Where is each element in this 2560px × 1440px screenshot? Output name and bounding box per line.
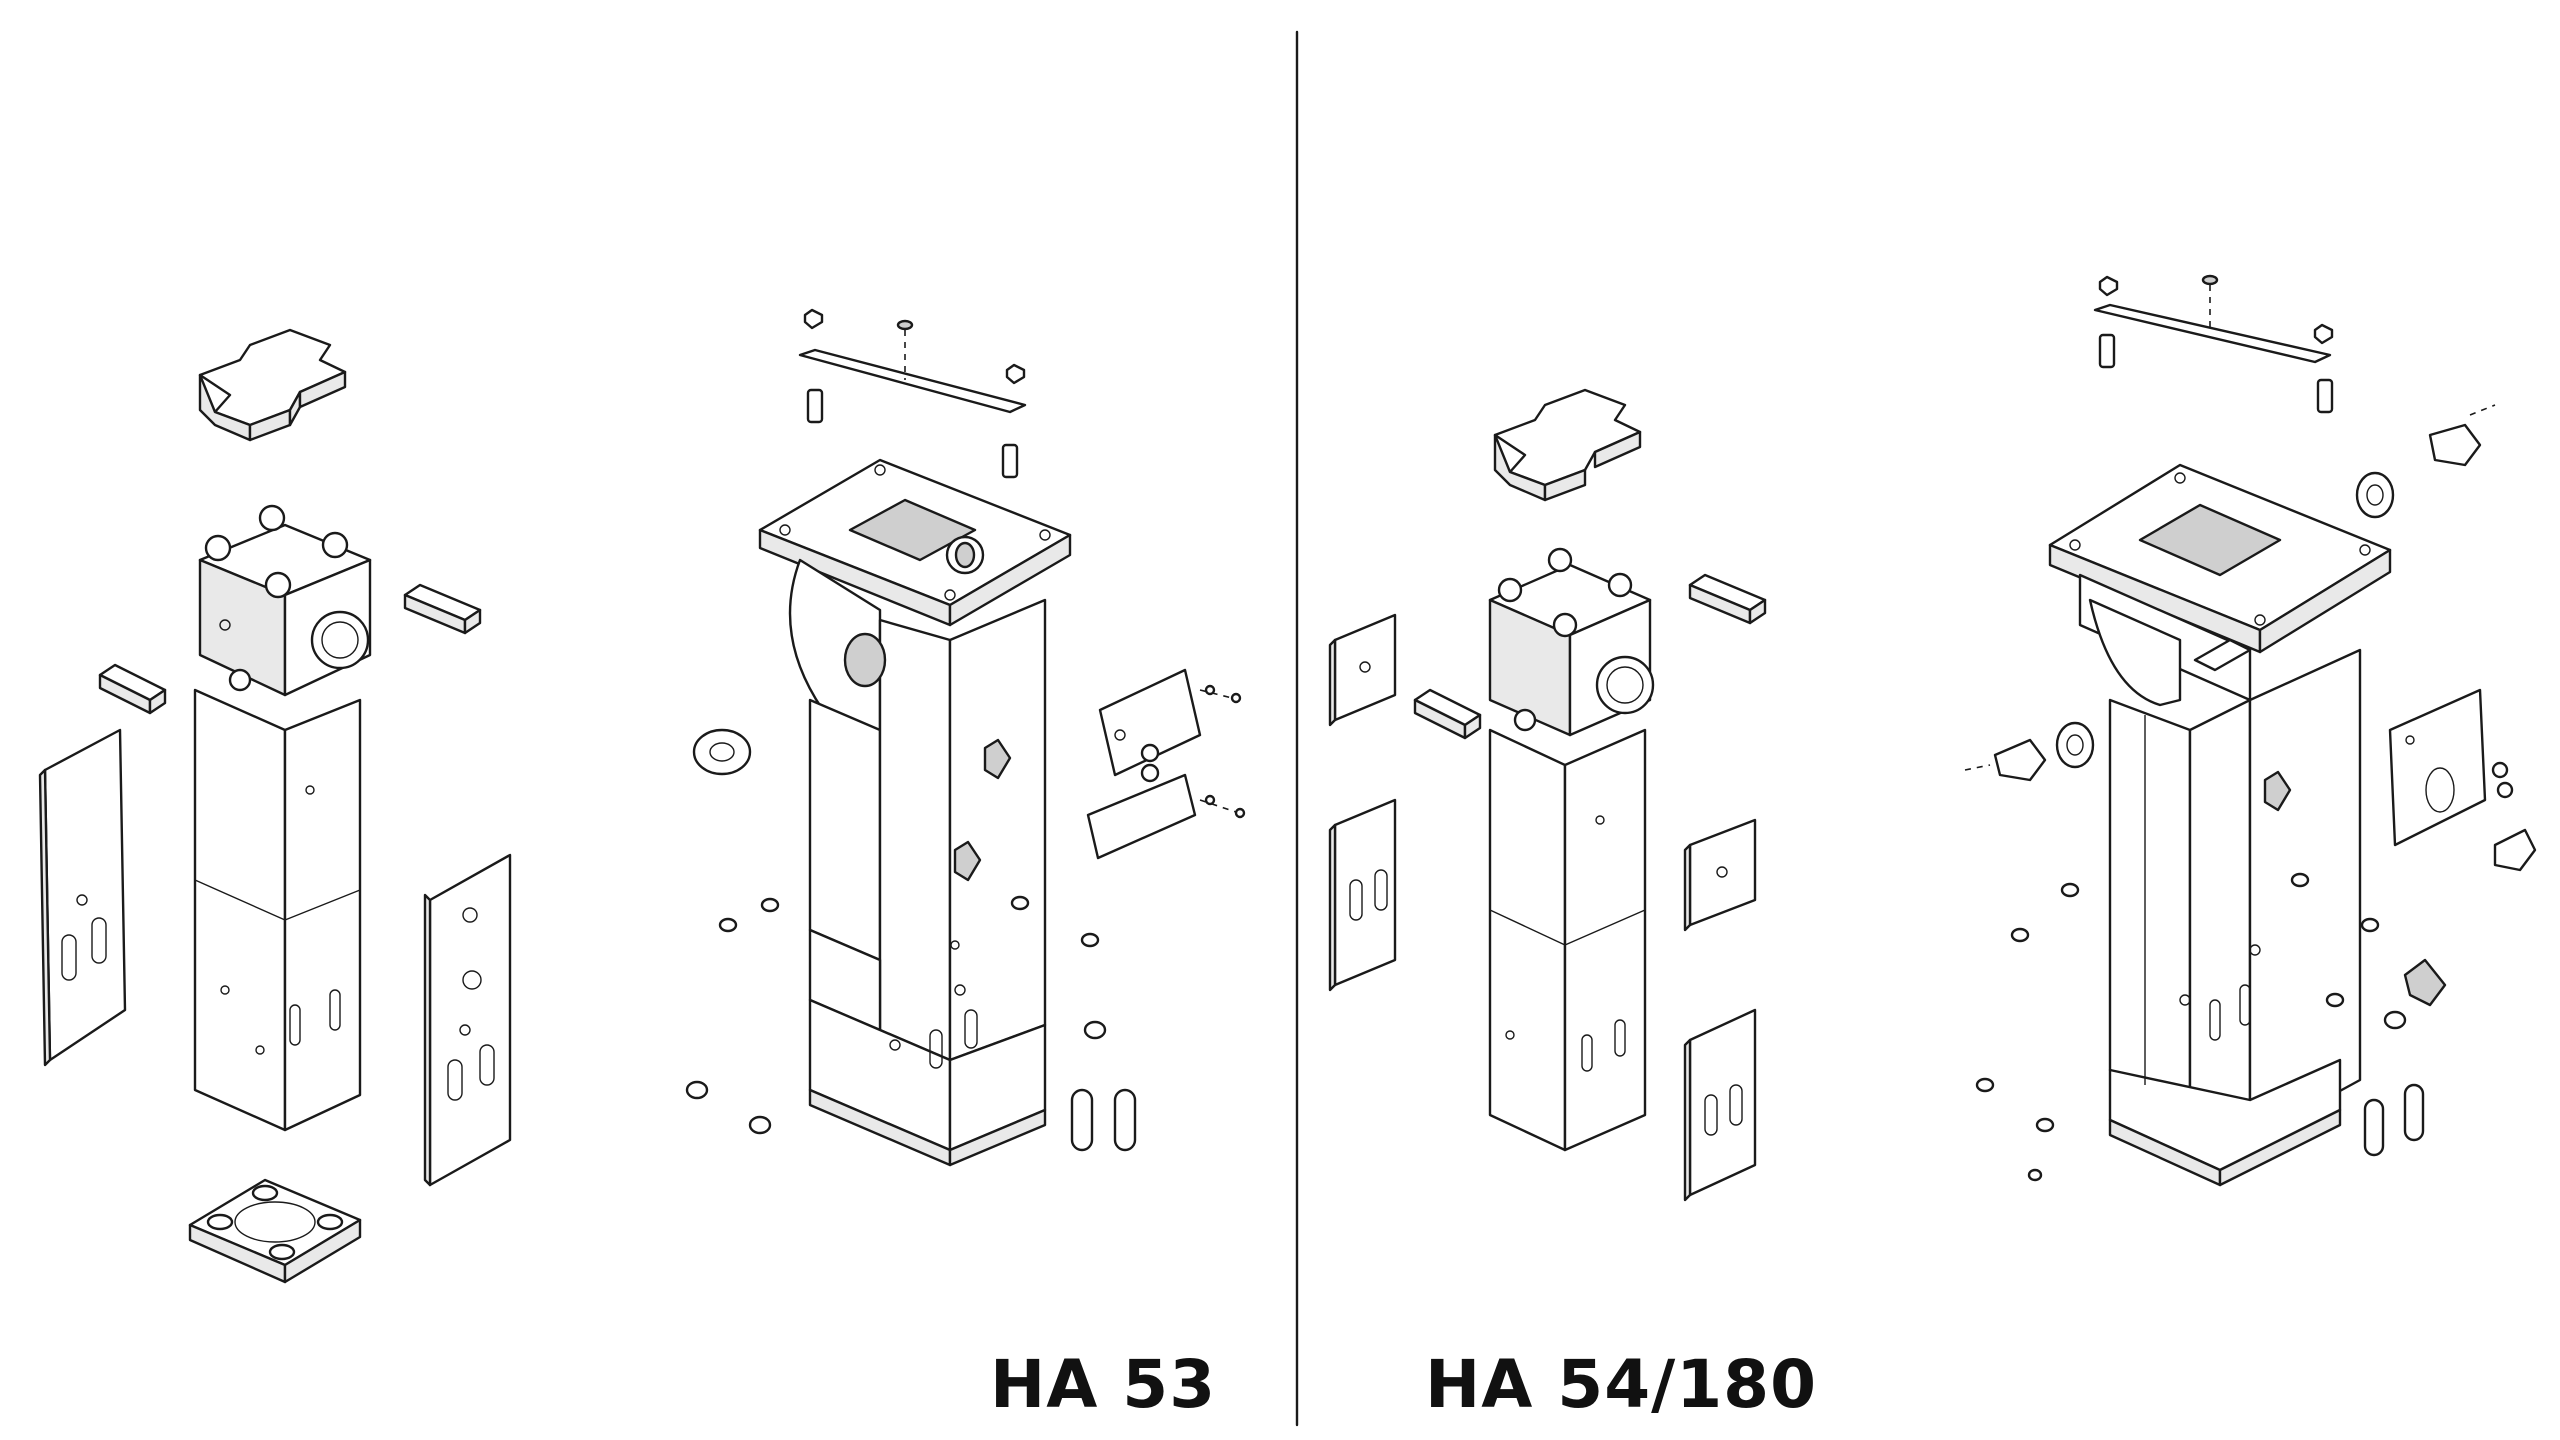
ha54-right-pad xyxy=(1683,818,1757,932)
model-label-ha53: HA 53 xyxy=(990,1346,1217,1423)
ha53-hammer-group xyxy=(38,328,512,1284)
ha54-housing-flange xyxy=(2048,463,2392,654)
ha54-valve-block xyxy=(1488,547,1655,737)
ha53-valve-block xyxy=(198,504,372,697)
ha53-side-cover-upper xyxy=(1098,668,1242,783)
ha53-left-plate xyxy=(38,728,127,1067)
ha53-side-cover-lower xyxy=(1086,773,1246,860)
ha54-cross-buffer xyxy=(1493,388,1642,502)
ha53-cross-buffer xyxy=(198,328,347,442)
model-label-ha54-180: HA 54/180 xyxy=(1425,1346,1818,1423)
ha53-bottom-plate xyxy=(188,1178,362,1284)
ha54-left-pad xyxy=(1328,613,1397,727)
ha54-wear-pad-left xyxy=(1413,688,1482,740)
ha54-housing-group xyxy=(1964,274,2537,1187)
ha54-wear-pad-top-right xyxy=(1688,573,1767,625)
ha53-loose-parts xyxy=(685,728,1137,1152)
ha53-housing-body xyxy=(788,558,1047,1167)
ha54-left-plate xyxy=(1328,798,1397,992)
ha53-housing-flange xyxy=(758,458,1072,627)
ha54-hammer-body xyxy=(1488,728,1647,1152)
ha54-hammer-group xyxy=(1328,388,1767,1202)
ha53-wear-pad-left xyxy=(98,663,167,715)
ha53-top-hardware xyxy=(798,308,1027,479)
ha53-wear-pad-top-right xyxy=(403,583,482,635)
ha53-hammer-body xyxy=(193,688,362,1132)
ha54-housing-body xyxy=(2078,573,2362,1187)
ha54-side-cover xyxy=(2388,688,2537,872)
ha53-housing-group xyxy=(685,308,1246,1167)
ha53-right-plate xyxy=(423,853,512,1187)
ha54-top-hardware xyxy=(2093,274,2334,414)
ha54-loose-parts xyxy=(1964,404,2496,1182)
ha54-right-plate xyxy=(1683,1008,1757,1202)
